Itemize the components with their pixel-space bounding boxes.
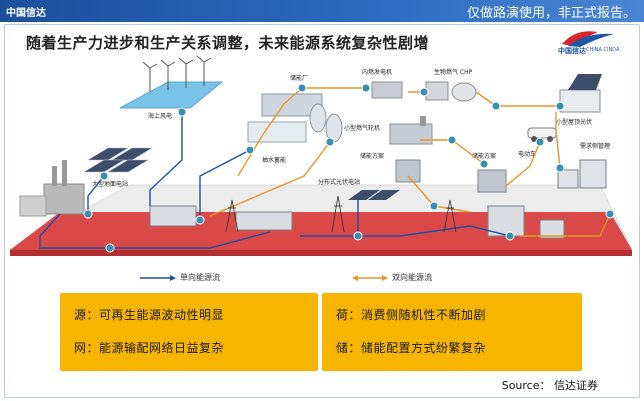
- house-pv-icon: [559, 74, 602, 113]
- brand-label: 中国信达: [6, 8, 46, 19]
- source-note: Source： 信达证券: [501, 379, 598, 392]
- label-storage-scheme-2: 储能方案: [472, 152, 496, 160]
- label-biogas-chp: 生物燃气 CHP: [434, 68, 473, 76]
- label-distributed-pv: 分布式光伏电站: [318, 178, 360, 186]
- label-demand-management: 需求侧管理: [580, 142, 610, 150]
- summary-box-right: 荷：消费侧随机性不断加剧 储：储能配置方式纷繁复杂: [322, 293, 582, 371]
- generator-icon: [371, 81, 477, 102]
- summary-source: 源：可再生能源波动性明显: [74, 308, 225, 322]
- one-way-arrow-icon: [140, 274, 176, 281]
- cinda-logo-icon: [562, 31, 614, 47]
- label-ev: 电动车: [518, 150, 536, 158]
- summary-box-left: 源：可再生能源波动性明显 网：能源输配网络日益复杂: [60, 293, 318, 371]
- solar-panel-icon: [83, 147, 153, 173]
- summary-load: 荷：消费侧随机性不断加剧: [336, 308, 487, 322]
- pylon-icon: [225, 195, 457, 233]
- two-way-arrow-icon: [352, 274, 388, 281]
- label-pumped-hydro: 抽水蓄能: [262, 156, 286, 164]
- legend-one-way-label: 单向能源流: [180, 273, 220, 282]
- summary-storage: 储：储能配置方式纷繁复杂: [336, 341, 487, 355]
- connection-nodes: [83, 83, 615, 253]
- label-storage-plant: 储能厂: [290, 74, 308, 82]
- grid-band: [10, 212, 632, 250]
- label-internal-combustion: 内燃发电机: [362, 68, 392, 76]
- offshore-sea: [119, 81, 224, 109]
- label-offshore-wind: 海上风电: [148, 112, 172, 120]
- slide-title: 随着生产力进步和生产关系调整，未来能源系统复杂性剧增: [26, 34, 430, 52]
- label-small-gas-turbine: 小型燃气轮机: [344, 124, 380, 132]
- grid-band-edge: [10, 250, 632, 256]
- wind-turbine-icon: [142, 55, 212, 92]
- logo-cn-text: 中国信达: [558, 47, 586, 55]
- company-logo: 中国信达 CHINA CINDA: [558, 26, 630, 60]
- distributed-pv-icon: [348, 190, 400, 200]
- logo-en-text: CHINA CINDA: [586, 47, 620, 53]
- label-small-rooftop-pv: 小型屋顶光伏: [556, 118, 592, 126]
- legend-two-way: 双向能源流: [352, 272, 432, 283]
- building-icon: [557, 159, 607, 189]
- legend-two-way-label: 双向能源流: [392, 273, 432, 282]
- legend-one-way: 单向能源流: [140, 272, 220, 283]
- one-way-flow-lines: [39, 112, 511, 249]
- header-bar: 中国信达 仅做路演使用，非正式报告。: [0, 0, 644, 22]
- summary-grid: 网：能源输配网络日益复杂: [74, 341, 225, 355]
- substation-icon: [149, 205, 565, 239]
- label-storage-scheme-1: 储能方案: [360, 152, 384, 160]
- storage-plant-icon: [247, 93, 343, 143]
- power-plant-icon: [19, 160, 85, 217]
- gas-turbine-icon: [389, 116, 433, 145]
- battery-storage-icon: [395, 159, 507, 193]
- label-large-pv: 大型地面电站: [92, 180, 128, 188]
- disclaimer-text: 仅做路演使用，非正式报告。: [466, 6, 636, 21]
